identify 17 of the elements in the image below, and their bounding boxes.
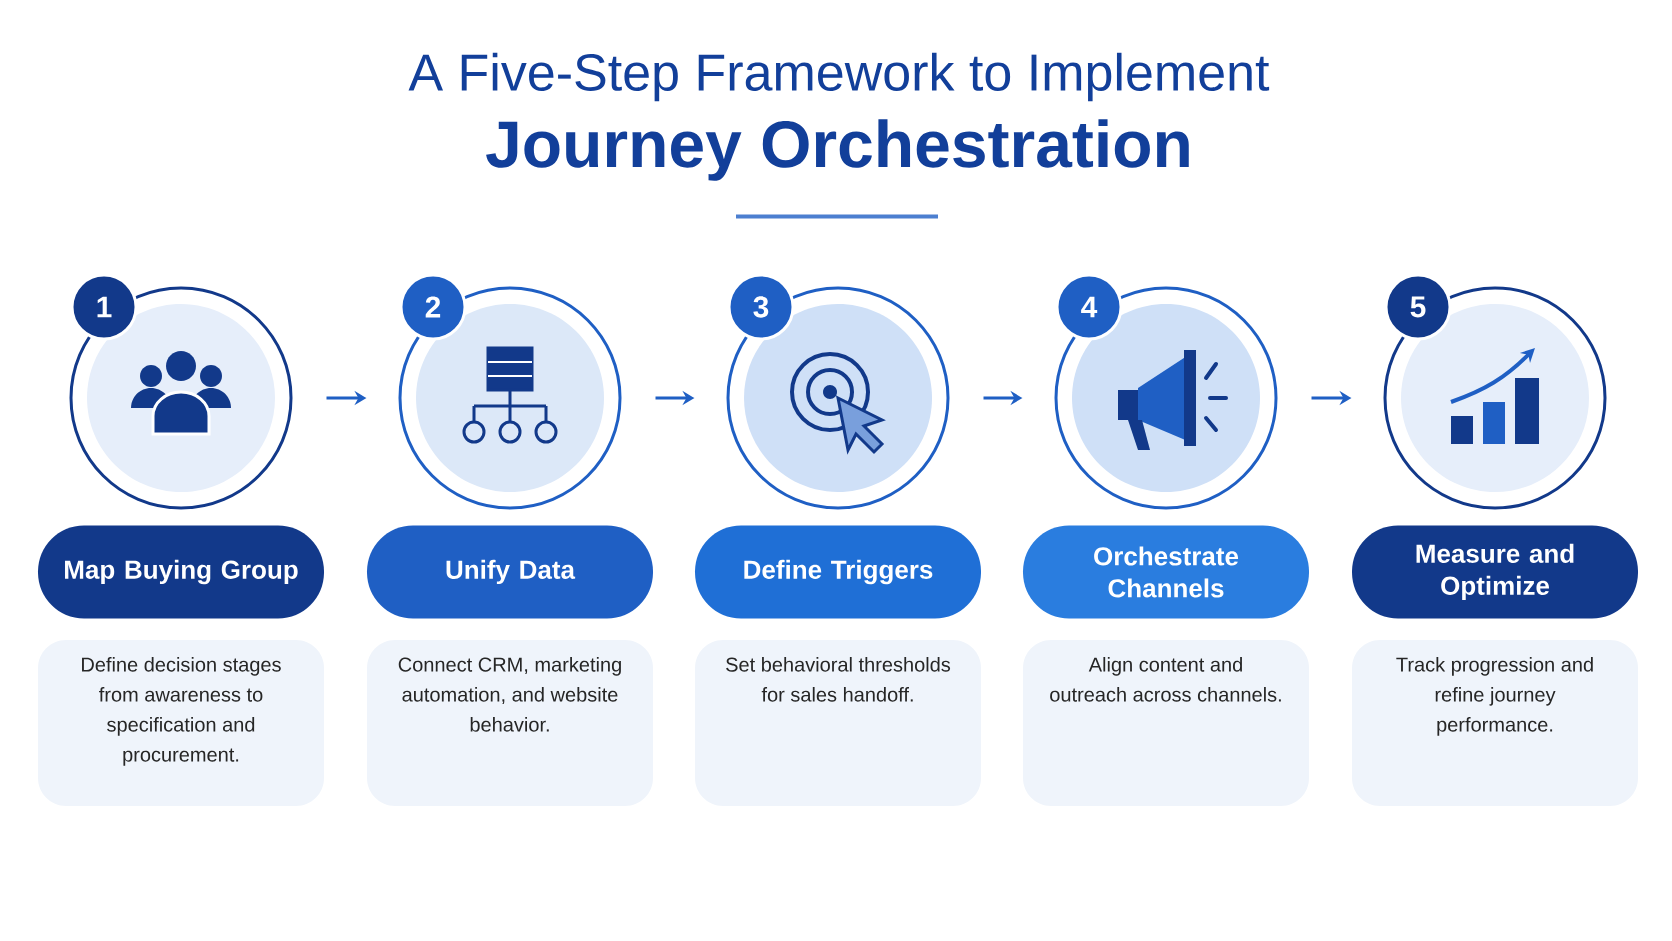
step-title-pill: Unify Data (367, 525, 653, 619)
number-badge: 2 (399, 273, 467, 341)
step-title-pill: Define Triggers (695, 525, 981, 619)
number-badge: 4 (1055, 273, 1123, 341)
step-title-pill: Measure and Optimize (1352, 525, 1638, 619)
number-badge: 1 (70, 273, 138, 341)
description-card: Connect CRM, marketing automation, and website behavior. (367, 640, 653, 806)
number-badge: 3 (727, 273, 795, 341)
step-title-pill: Map Buying Group (38, 525, 324, 619)
step-title-pill: Orchestrate Channels (1023, 525, 1309, 619)
number-badge: 5 (1384, 273, 1452, 341)
title: Journey Orchestration (486, 119, 1189, 181)
description-card: Align content and outreach across channels. (1023, 640, 1309, 806)
title: A Five-Step Framework to Implement (408, 52, 1270, 102)
description-card: Set behavioral thresholds for sales handoff. (695, 640, 981, 806)
description-card: Define decision stages from awareness to specification and procurement. (38, 640, 324, 806)
description-card: Track progression and refine journey performance. (1352, 640, 1638, 806)
